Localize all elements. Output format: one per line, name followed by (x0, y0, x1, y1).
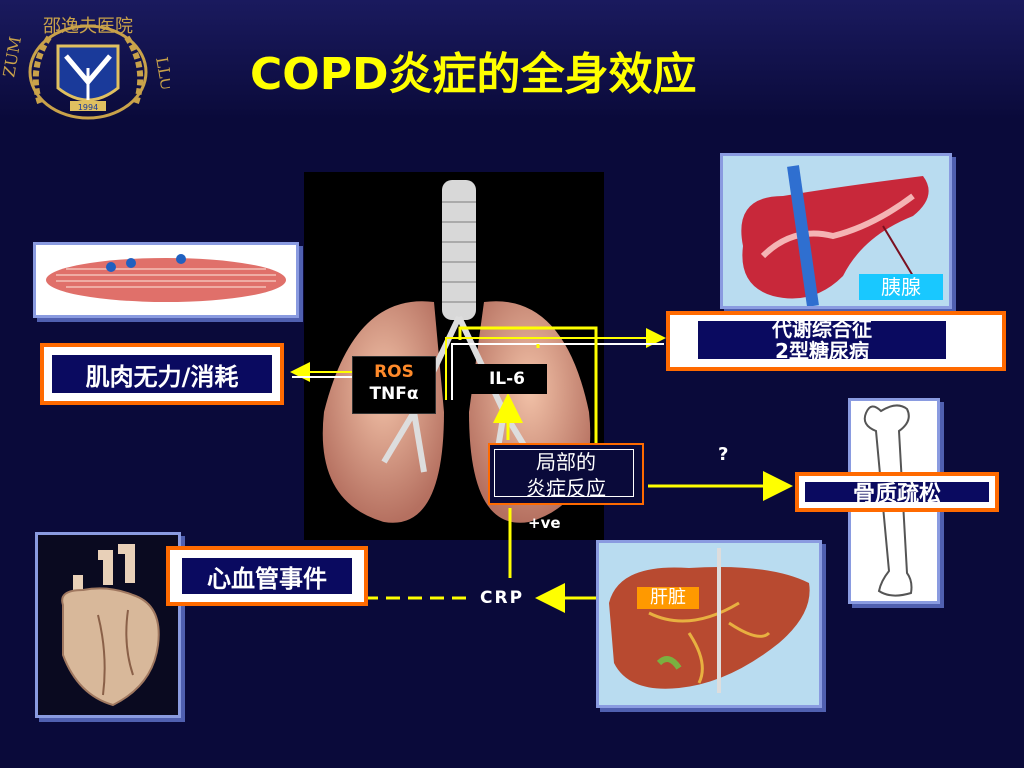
ros-label: ROS (374, 362, 414, 382)
muscle-wasting-label: 肌肉无力/消耗 (50, 353, 274, 395)
metabolic-line2: 2型糖尿病 (775, 339, 869, 361)
local-inflammation-box: 局部的 炎症反应 (488, 443, 644, 505)
local-line1: 局部的 (536, 450, 596, 474)
crp-label: CRP (480, 588, 525, 608)
osteoporosis-box: 骨质疏松 (795, 472, 999, 512)
logo-arc-text: 邵逸夫医院 (43, 16, 133, 37)
heart-image (35, 532, 181, 718)
page-title: COPD炎症的全身效应 (250, 49, 697, 100)
metabolic-line1: 代谢综合征 (772, 319, 872, 341)
positive-label: +ve (528, 514, 561, 532)
logo-year: 1994 (78, 103, 98, 112)
muscle-wasting-box: 肌肉无力/消耗 (40, 343, 284, 405)
liver-tag: 肝脏 (637, 587, 699, 609)
logo-right-text: LLU (152, 55, 170, 92)
pancreas-tag: 胰腺 (859, 274, 943, 300)
cardiovascular-box: 心血管事件 (166, 546, 368, 606)
liver-image: 肝脏 (596, 540, 822, 708)
tnf-label: TNFα (369, 384, 419, 404)
ros-tnf-box: ROS TNFα (352, 356, 436, 414)
muscle-image (33, 242, 299, 318)
il6-box: IL-6 (467, 364, 547, 394)
pancreas-image: 胰腺 (720, 153, 952, 309)
local-line2: 炎症反应 (526, 476, 606, 500)
osteoporosis-label: 骨质疏松 (803, 480, 991, 507)
metabolic-box: 代谢综合征 2型糖尿病 (666, 311, 1006, 371)
header-band (0, 0, 1024, 120)
cardiovascular-label: 心血管事件 (180, 556, 354, 596)
hospital-logo: 1994 邵逸夫医院 ZUM LLU (0, 16, 170, 120)
question-mark: ? (718, 444, 729, 465)
